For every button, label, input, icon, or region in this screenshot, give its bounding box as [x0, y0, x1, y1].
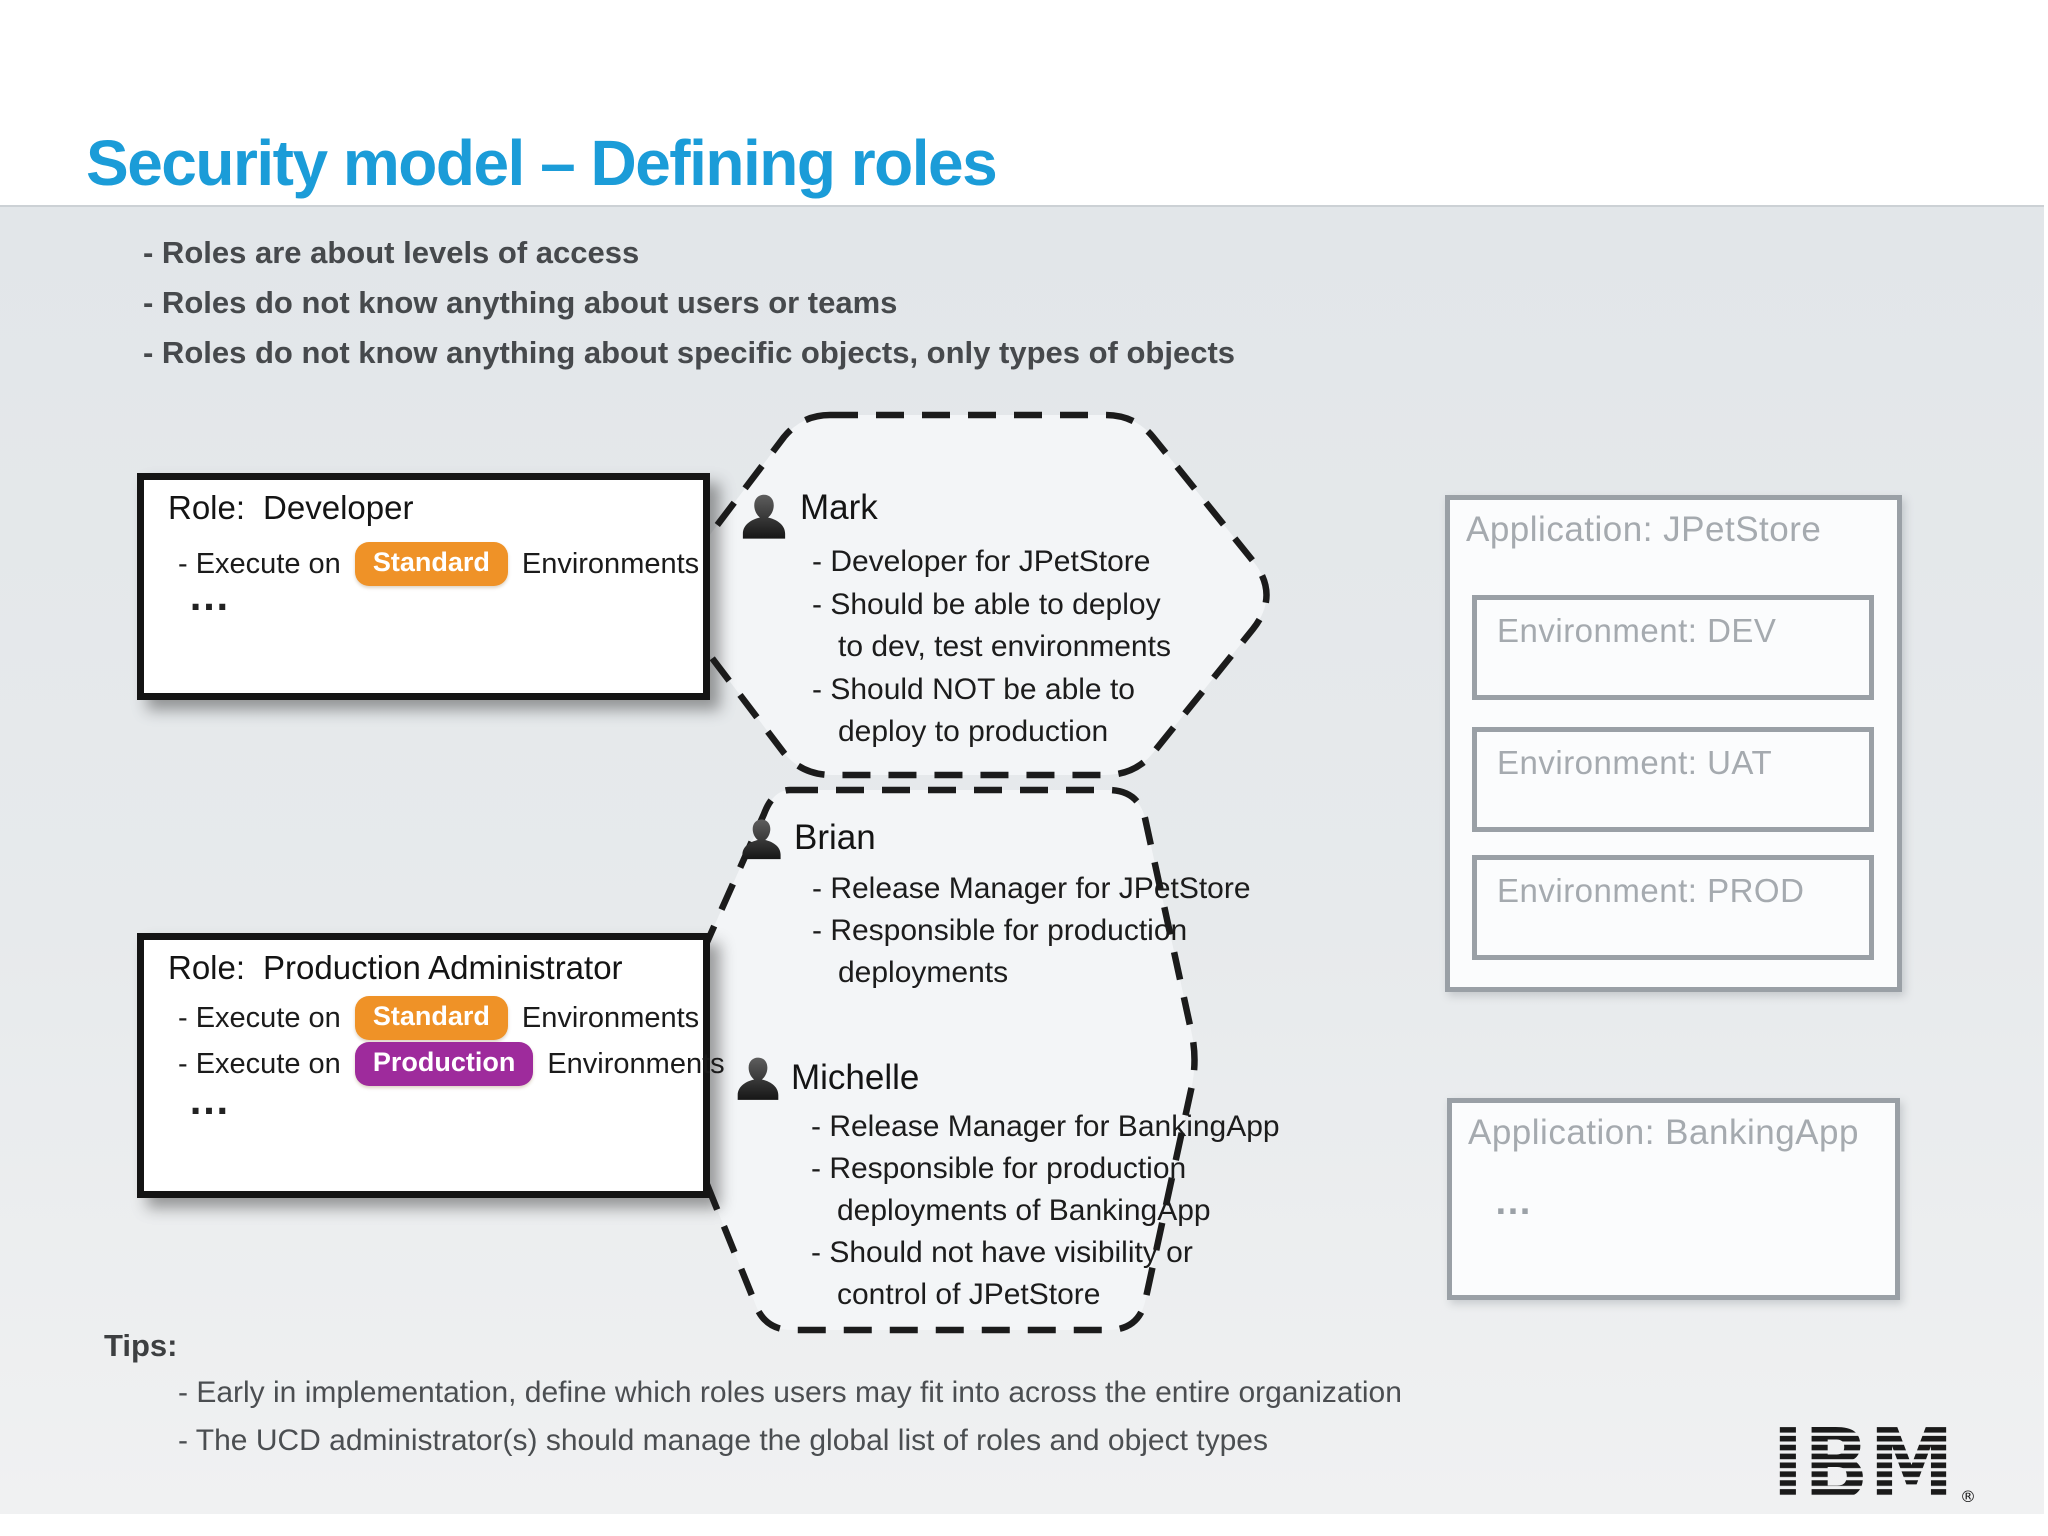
ibm-logo-text: IBM [1772, 1418, 1954, 1508]
persona-note: control of JPetStore [837, 1278, 1101, 1311]
permission-prefix: - Execute on [178, 547, 341, 580]
persona-notes: - Developer for JPetStore - Should be ab… [812, 541, 1171, 754]
persona-note: - Responsible for production [812, 914, 1188, 947]
environment-box-prod: Environment: PROD [1472, 855, 1874, 960]
role-title: Role: Production Administrator [168, 949, 623, 987]
persona-name: Michelle [791, 1058, 920, 1097]
environment-label: Environment: DEV [1497, 612, 1777, 649]
intro-bullet: - Roles do not know anything about speci… [143, 335, 1236, 370]
permission-suffix: Environments [521, 1001, 700, 1034]
environment-type-badge: Production [354, 1042, 534, 1086]
page-title: Security model – Defining roles [86, 127, 998, 199]
persona-name: Mark [800, 488, 878, 527]
role-name: Developer [263, 489, 414, 526]
persona-brian: Brian - Release Manager for JPetStore - … [736, 812, 1251, 1022]
tip-item: - The UCD administrator(s) should manage… [178, 1424, 1268, 1457]
intro-bullet: - Roles do not know anything about users… [143, 285, 898, 320]
persona-note: deploy to production [838, 715, 1109, 748]
application-box-bankingapp: Application: BankingApp … [1447, 1098, 1900, 1300]
application-title: Application: JPetStore [1466, 510, 1822, 549]
ellipsis: … [188, 1076, 235, 1123]
persona-note: - Responsible for production [811, 1152, 1187, 1185]
role-label: Role: [168, 949, 246, 986]
permission-suffix: Environments [521, 547, 700, 580]
person-icon [742, 494, 786, 539]
role-name: Production Administrator [263, 949, 623, 986]
persona-note: - Release Manager for BankingApp [811, 1110, 1280, 1143]
environment-label: Environment: PROD [1497, 872, 1805, 909]
role-title: Role: Developer [168, 489, 413, 527]
tips-heading: Tips: [104, 1328, 178, 1363]
application-title: Application: BankingApp [1468, 1113, 1859, 1152]
environment-type-badge: Standard [354, 996, 508, 1040]
ellipsis: … [1494, 1181, 1538, 1223]
persona-michelle: Michelle - Release Manager for BankingAp… [731, 1052, 1280, 1312]
ibm-logo: IBM ® [1772, 1418, 1976, 1508]
persona-note: - Should not have visibility or [811, 1236, 1193, 1269]
intro-bullets: - Roles are about levels of access - Rol… [143, 228, 1235, 378]
tip-item: - Early in implementation, define which … [178, 1376, 1402, 1409]
application-box-jpetstore: Application: JPetStore Environment: DEV … [1445, 495, 1902, 992]
registered-trademark: ® [1960, 1487, 1976, 1506]
environment-label: Environment: UAT [1497, 744, 1773, 781]
permission-line: - Execute on Production Environments [178, 1042, 725, 1086]
environment-box-dev: Environment: DEV [1472, 595, 1874, 700]
persona-note: - Release Manager for JPetStore [812, 872, 1251, 905]
persona-mark: Mark - Developer for JPetStore - Should … [736, 486, 1216, 786]
persona-notes: - Release Manager for BankingApp - Respo… [811, 1106, 1280, 1316]
person-icon [742, 819, 781, 860]
environment-box-uat: Environment: UAT [1472, 727, 1874, 832]
role-box-production-administrator: Role: Production Administrator - Execute … [137, 933, 725, 1198]
persona-notes: - Release Manager for JPetStore - Respon… [812, 868, 1251, 994]
environment-type-badge: Standard [354, 542, 508, 586]
role-label: Role: [168, 489, 246, 526]
persona-note: deployments [838, 956, 1009, 989]
persona-note: to dev, test environments [838, 630, 1171, 663]
permission-prefix: - Execute on [178, 1047, 341, 1080]
persona-note: - Should be able to deploy [812, 587, 1161, 621]
ellipsis: … [188, 572, 235, 619]
persona-note: - Should NOT be able to [812, 672, 1135, 706]
role-box-developer: Role: Developer - Execute on Standard Env… [137, 473, 710, 700]
person-icon [737, 1057, 779, 1100]
permission-suffix: Environments [547, 1047, 725, 1080]
persona-note: deployments of BankingApp [837, 1194, 1211, 1227]
permission-line: - Execute on Standard Environments [178, 996, 699, 1040]
permission-prefix: - Execute on [178, 1001, 341, 1034]
persona-name: Brian [794, 818, 876, 857]
permission-line: - Execute on Standard Environments [178, 542, 699, 586]
persona-note: - Developer for JPetStore [812, 545, 1151, 578]
intro-bullet: - Roles are about levels of access [143, 235, 640, 270]
